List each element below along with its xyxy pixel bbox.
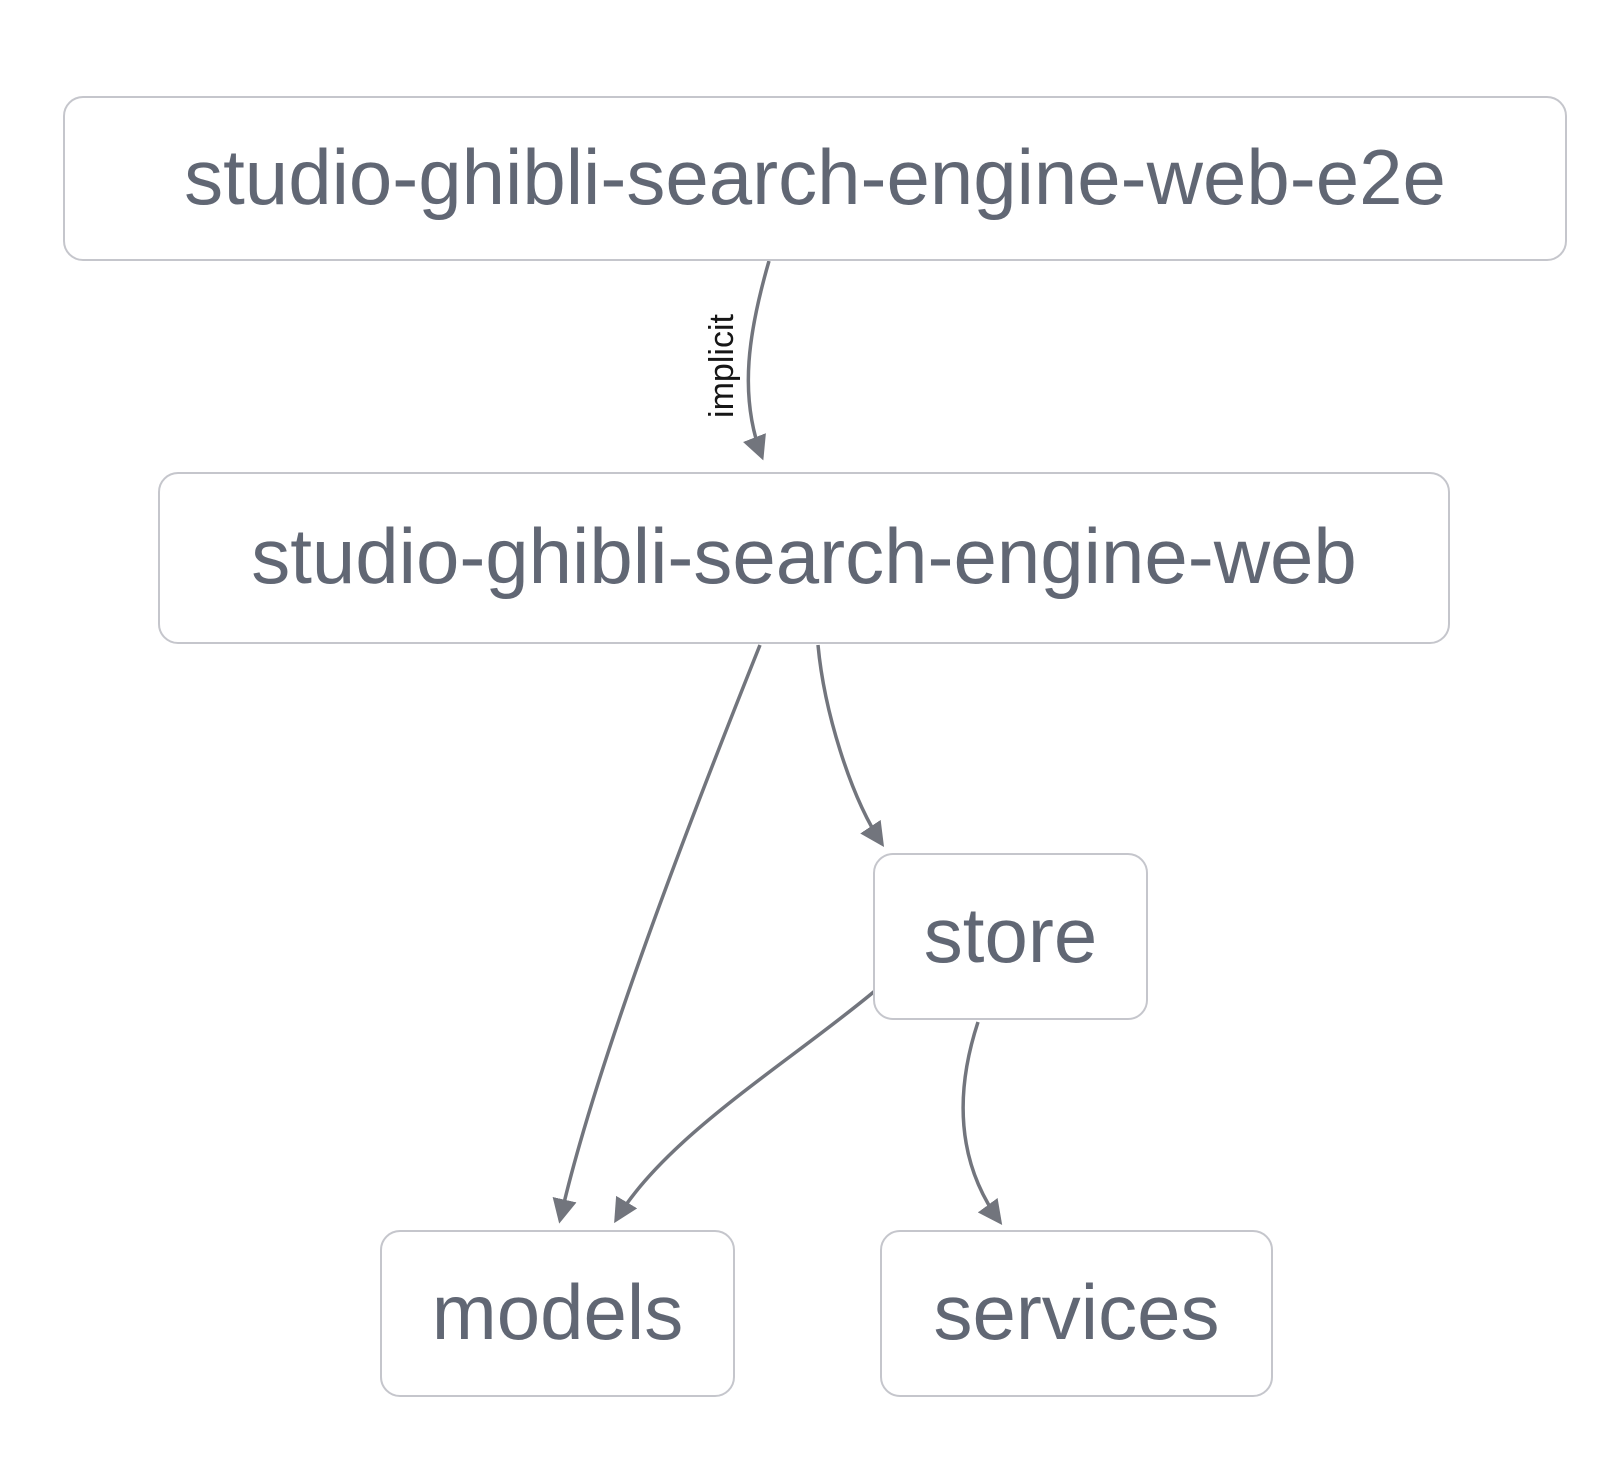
node-store[interactable]: store: [873, 853, 1148, 1020]
node-label: models: [431, 1267, 684, 1356]
node-label: studio-ghibli-search-engine-web-e2e: [184, 132, 1446, 221]
node-models[interactable]: models: [380, 1230, 735, 1397]
edge-store-to-models: [614, 988, 878, 1224]
edge-label-implicit: implicit: [703, 314, 741, 418]
node-studio-ghibli-search-engine-web[interactable]: studio-ghibli-search-engine-web: [158, 472, 1450, 644]
node-label: store: [923, 890, 1098, 979]
node-studio-ghibli-search-engine-web-e2e[interactable]: studio-ghibli-search-engine-web-e2e: [63, 96, 1567, 261]
node-label: studio-ghibli-search-engine-web: [251, 512, 1357, 600]
edge-studio-ghibli-search-engine-web-to-store: [816, 644, 885, 848]
node-label: services: [933, 1267, 1220, 1356]
edge-store-to-services: [961, 1021, 1003, 1225]
edge-studio-ghibli-search-engine-web-e2e-to-studio-ghibli-search-engine-web: [743, 260, 771, 461]
node-services[interactable]: services: [880, 1230, 1273, 1397]
edge-studio-ghibli-search-engine-web-to-models: [552, 644, 762, 1224]
